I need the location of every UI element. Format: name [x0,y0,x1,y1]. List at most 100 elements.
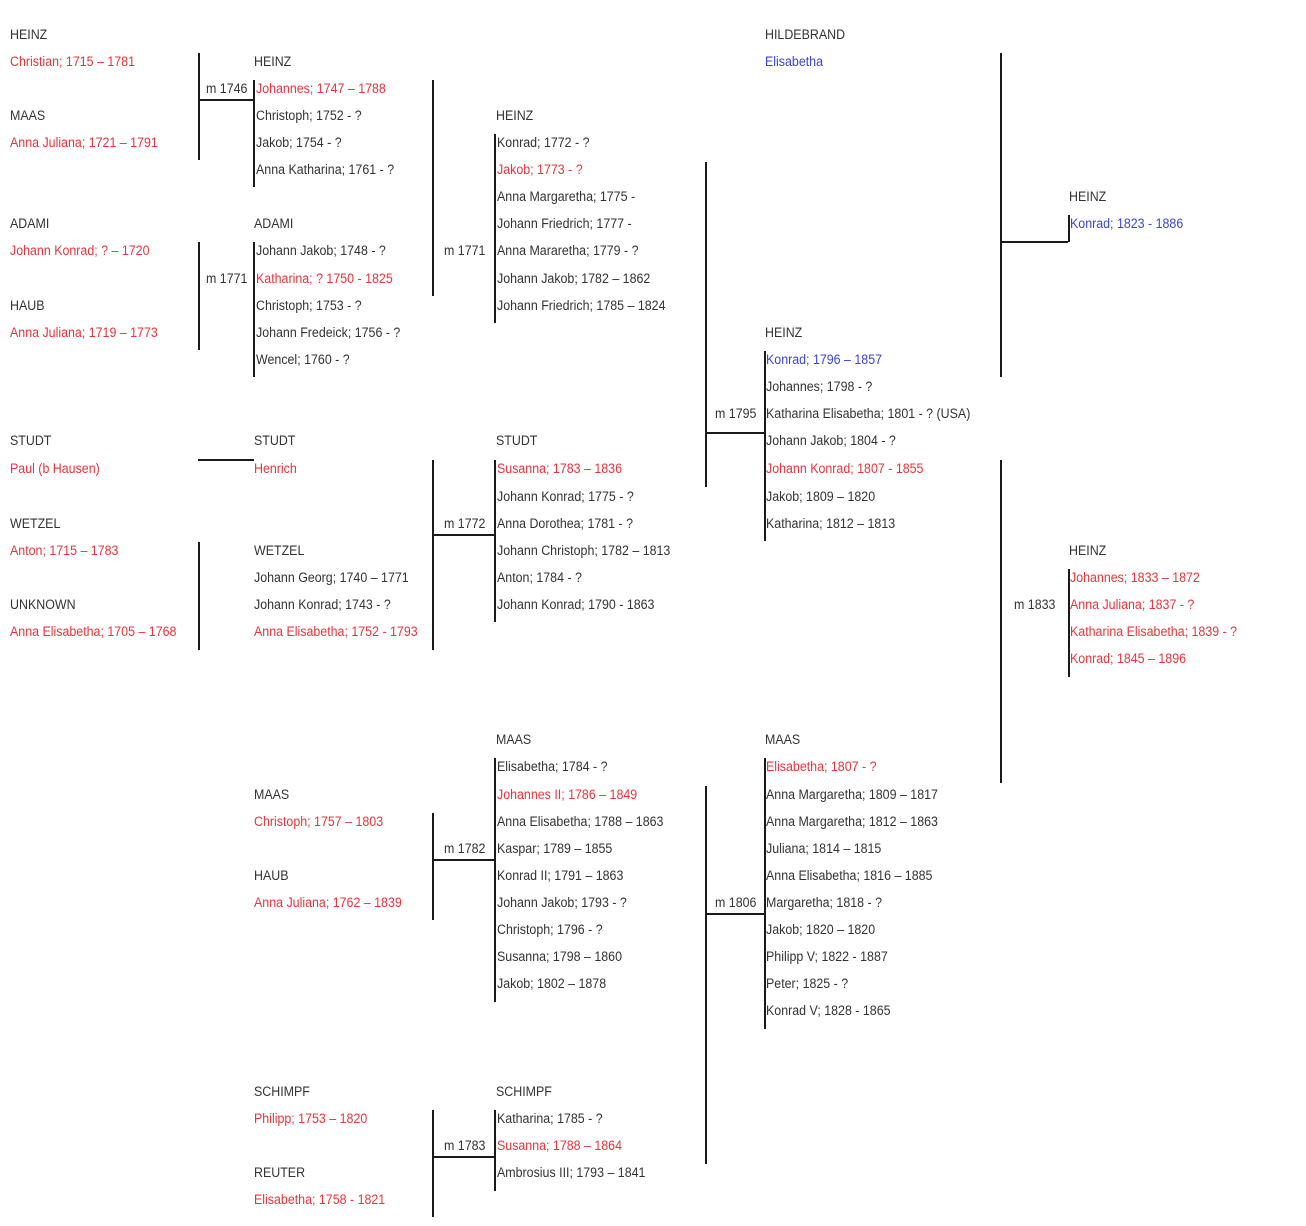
child-entry: Katharina; 1785 - ? [497,1111,603,1126]
connector-line [198,53,200,160]
surname-unknown: UNKNOWN [10,597,76,612]
child-entry: Johannes; 1747 – 1788 [256,81,386,96]
child-entry: Johann Christoph; 1782 – 1813 [497,543,671,558]
connector-line [198,542,200,650]
child-entry: Juliana; 1814 – 1815 [766,841,882,856]
connector-line [494,1110,496,1191]
connector-line [494,758,496,1002]
connector-line [494,460,496,622]
marriage-label: m 1806 [715,895,757,910]
child-entry: Johann Konrad; 1807 - 1855 [766,461,924,476]
surname-studt: STUDT [254,433,296,448]
connector-line [1000,460,1002,783]
marriage-label: m 1746 [206,81,248,96]
child-entry: Konrad; 1796 – 1857 [766,352,883,367]
person-christian: Christian; 1715 – 1781 [10,54,135,69]
child-entry: Peter; 1825 - ? [766,976,849,991]
connector-line [1068,215,1070,242]
connector-line [1000,241,1068,243]
marriage-label: m 1771 [444,243,486,258]
child-entry: Konrad V; 1828 - 1865 [766,1003,891,1018]
surname-heinz: HEINZ [496,108,534,123]
child-entry: Anna Dorothea; 1781 - ? [497,516,634,531]
child-entry: Susanna; 1783 – 1836 [497,461,623,476]
connector-line [253,80,255,187]
child-entry: Jakob; 1802 – 1878 [497,976,607,991]
surname-haub: HAUB [10,298,45,313]
person-anna-juliana: Anna Juliana; 1721 – 1791 [10,135,158,150]
child-entry: Anna Margaretha; 1809 – 1817 [766,787,938,802]
child-entry: Ambrosius III; 1793 – 1841 [497,1165,646,1180]
child-entry: Katharina; 1812 – 1813 [766,516,896,531]
child-entry: Susanna; 1798 – 1860 [497,949,623,964]
child-entry: Konrad; 1845 – 1896 [1070,651,1187,666]
connector-line [764,351,766,541]
child-entry: Anna Juliana; 1837 - ? [1070,597,1195,612]
child-entry: Wencel; 1760 - ? [256,352,350,367]
connector-line [432,80,434,296]
connector-line [432,534,495,536]
child-entry: Johann Friedrich; 1777 - [497,216,632,231]
connector-line [764,758,766,1029]
surname-maas: MAAS [765,732,801,747]
connector-line [705,162,707,487]
child-entry: Johannes; 1833 – 1872 [1070,570,1200,585]
person-paul: Paul (b Hausen) [10,461,100,476]
child-entry: Katharina Elisabetha; 1839 - ? [1070,624,1238,639]
child-entry: Anton; 1784 - ? [497,570,582,585]
child-entry: Anna Katharina; 1761 - ? [256,162,395,177]
connector-line [432,460,434,650]
surname-hildebrand: HILDEBRAND [765,27,846,42]
connector-line [432,813,434,920]
child-entry: Johann Konrad; 1775 - ? [497,489,634,504]
child-entry: Anna Mararetha; 1779 - ? [497,243,639,258]
surname-adami: ADAMI [254,216,294,231]
connector-line [705,913,764,915]
child-entry: Anna Margaretha; 1812 – 1863 [766,814,938,829]
marriage-label: m 1795 [715,406,757,421]
connector-line [432,859,495,861]
child-entry: Anna Elisabetha; 1788 – 1863 [497,814,664,829]
person-elisabetha: Elisabetha [765,54,824,69]
surname-adami: ADAMI [10,216,50,231]
child-entry: Johann Jakob; 1782 – 1862 [497,271,651,286]
connector-line [253,242,255,377]
connector-line [432,1156,495,1158]
person-philipp: Philipp; 1753 – 1820 [254,1111,368,1126]
surname-heinz: HEINZ [1069,543,1107,558]
child-entry: Elisabetha; 1807 - ? [766,759,877,774]
child-entry: Anna Elisabetha; 1816 – 1885 [766,868,933,883]
surname-heinz: HEINZ [765,325,803,340]
person-elisabetha: Elisabetha; 1758 - 1821 [254,1192,386,1207]
connector-line [494,134,496,323]
child-entry: Johann Konrad; 1790 - 1863 [497,597,655,612]
child-entry: Konrad; 1823 - 1886 [1070,216,1184,231]
child-entry: Philipp V; 1822 - 1887 [766,949,888,964]
connector-line [705,786,707,1164]
child-entry: Katharina Elisabetha; 1801 - ? (USA) [766,406,971,421]
connector-line [1000,53,1002,377]
surname-wetzel: WETZEL [10,516,61,531]
child-entry: Johann Jakob; 1748 - ? [256,243,386,258]
surname-studt: STUDT [496,433,538,448]
marriage-label: m 1782 [444,841,486,856]
connector-line [198,99,254,101]
child-entry: Katharina; ? 1750 - 1825 [256,271,393,286]
person-johann-konrad: Johann Konrad; ? – 1720 [10,243,150,258]
surname-schimpf: SCHIMPF [254,1084,310,1099]
surname-haub: HAUB [254,868,289,883]
child-entry: Henrich [254,461,297,476]
connector-line [432,1110,434,1217]
surname-wetzel: WETZEL [254,543,305,558]
child-entry: Konrad; 1772 - ? [497,135,590,150]
child-entry: Johann Jakob; 1804 - ? [766,433,896,448]
person-anna-juliana: Anna Juliana; 1762 – 1839 [254,895,402,910]
child-entry: Johann Georg; 1740 – 1771 [254,570,409,585]
surname-heinz: HEINZ [10,27,48,42]
child-entry: Elisabetha; 1784 - ? [497,759,608,774]
child-entry: Johann Fredeick; 1756 - ? [256,325,401,340]
child-entry: Jakob; 1773 - ? [497,162,583,177]
child-entry: Johannes; 1798 - ? [766,379,873,394]
child-entry: Anna Elisabetha; 1752 - 1793 [254,624,418,639]
